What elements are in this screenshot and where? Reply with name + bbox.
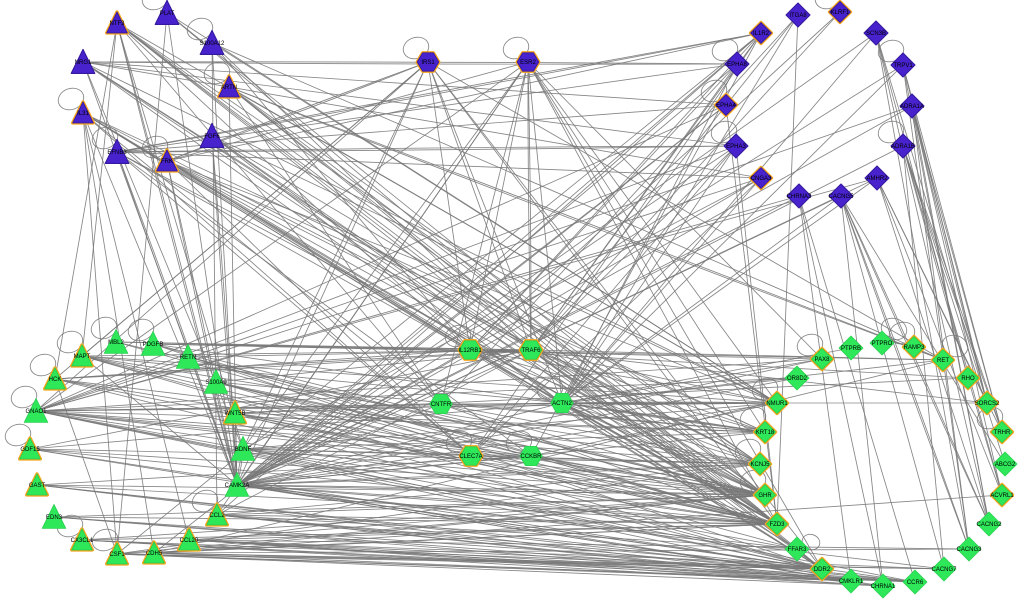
svg-text:TRHR: TRHR — [994, 430, 1011, 436]
svg-text:CLEC7A: CLEC7A — [459, 454, 482, 460]
svg-text:EPHA4: EPHA4 — [716, 103, 736, 109]
svg-text:IL31: IL31 — [77, 111, 89, 117]
svg-text:RET: RET — [937, 358, 949, 364]
svg-text:CHRNA1: CHRNA1 — [871, 584, 896, 590]
svg-text:KLRF1: KLRF1 — [831, 10, 850, 16]
svg-text:CNGA3: CNGA3 — [751, 176, 772, 182]
svg-text:PTPRB: PTPRB — [841, 346, 861, 352]
svg-text:CSF1: CSF1 — [109, 552, 125, 558]
svg-text:NMUR1: NMUR1 — [766, 401, 788, 407]
svg-text:FFAR3: FFAR3 — [788, 547, 807, 553]
svg-text:ABCG2: ABCG2 — [995, 462, 1016, 468]
svg-text:NTF3: NTF3 — [110, 21, 126, 27]
svg-text:RAMP3: RAMP3 — [904, 345, 925, 351]
svg-text:GNAO1: GNAO1 — [25, 409, 47, 415]
svg-text:TRAF6: TRAF6 — [521, 348, 541, 354]
svg-text:CCL2: CCL2 — [209, 513, 225, 519]
svg-text:DDR2: DDR2 — [814, 567, 831, 573]
svg-text:EPHA3: EPHA3 — [726, 144, 746, 150]
svg-text:CMKLR1: CMKLR1 — [839, 579, 864, 585]
svg-text:IRS1: IRS1 — [421, 60, 435, 66]
svg-text:CDH5: CDH5 — [146, 551, 163, 557]
svg-text:MBL2: MBL2 — [108, 340, 124, 346]
svg-text:FRK: FRK — [161, 159, 173, 165]
svg-text:GDF15: GDF15 — [20, 447, 40, 453]
svg-text:HCK: HCK — [49, 377, 62, 383]
svg-text:RETN: RETN — [180, 355, 196, 361]
svg-text:CCR6: CCR6 — [907, 580, 924, 586]
svg-text:S100A12: S100A12 — [200, 41, 225, 47]
svg-text:CX3CL1: CX3CL1 — [71, 538, 94, 544]
svg-text:FGF6: FGF6 — [204, 134, 220, 140]
svg-text:GAST: GAST — [29, 483, 46, 489]
svg-text:IL1R2: IL1R2 — [753, 31, 770, 37]
svg-text:CCKBR: CCKBR — [520, 454, 542, 460]
svg-text:KRT18: KRT18 — [756, 430, 775, 436]
svg-text:PDGFB: PDGFB — [143, 342, 164, 348]
svg-text:CACNG5: CACNG5 — [828, 194, 854, 200]
svg-text:ACTN2: ACTN2 — [552, 401, 572, 407]
svg-text:SORCS2: SORCS2 — [975, 401, 1000, 407]
svg-text:WNT5B: WNT5B — [225, 411, 246, 417]
svg-text:ESR2: ESR2 — [520, 60, 536, 66]
svg-text:CHRNA3: CHRNA3 — [787, 194, 812, 200]
svg-text:CCL20: CCL20 — [180, 538, 199, 544]
svg-text:S100A9: S100A9 — [205, 380, 227, 386]
svg-text:CAMK2A: CAMK2A — [225, 483, 250, 489]
svg-text:ADRA1B: ADRA1B — [891, 144, 915, 150]
svg-text:PTPRO: PTPRO — [872, 341, 893, 347]
svg-text:CACNG7: CACNG7 — [931, 567, 957, 573]
svg-text:GHR: GHR — [758, 493, 772, 499]
svg-text:EFNB3: EFNB3 — [107, 150, 127, 156]
svg-text:SCN3B: SCN3B — [866, 31, 886, 37]
svg-text:FZD3: FZD3 — [770, 522, 786, 528]
svg-text:ADRA1A: ADRA1A — [900, 104, 924, 110]
svg-text:RHO: RHO — [961, 376, 975, 382]
svg-text:IL12RB1: IL12RB1 — [458, 348, 482, 354]
svg-text:TRPV1: TRPV1 — [893, 63, 913, 69]
svg-text:ITGA8: ITGA8 — [789, 13, 807, 19]
svg-text:KCNJ5: KCNJ5 — [750, 462, 770, 468]
svg-text:PAX8: PAX8 — [815, 357, 831, 363]
svg-text:ARTN: ARTN — [221, 85, 237, 91]
svg-text:NRG1: NRG1 — [75, 60, 92, 66]
svg-text:EDN3: EDN3 — [46, 515, 63, 521]
svg-text:CACNG2: CACNG2 — [976, 522, 1002, 528]
svg-text:EPHA8: EPHA8 — [727, 62, 747, 68]
svg-text:CACNG3: CACNG3 — [956, 547, 982, 553]
svg-text:PLAT: PLAT — [160, 11, 175, 17]
svg-text:ACVRL1: ACVRL1 — [990, 493, 1014, 499]
svg-text:OR8D2: OR8D2 — [787, 376, 808, 382]
svg-text:CNTFR: CNTFR — [431, 402, 452, 408]
svg-text:BDNF: BDNF — [235, 447, 252, 453]
svg-text:MAPT: MAPT — [74, 354, 91, 360]
svg-text:AMHR2: AMHR2 — [866, 176, 888, 182]
